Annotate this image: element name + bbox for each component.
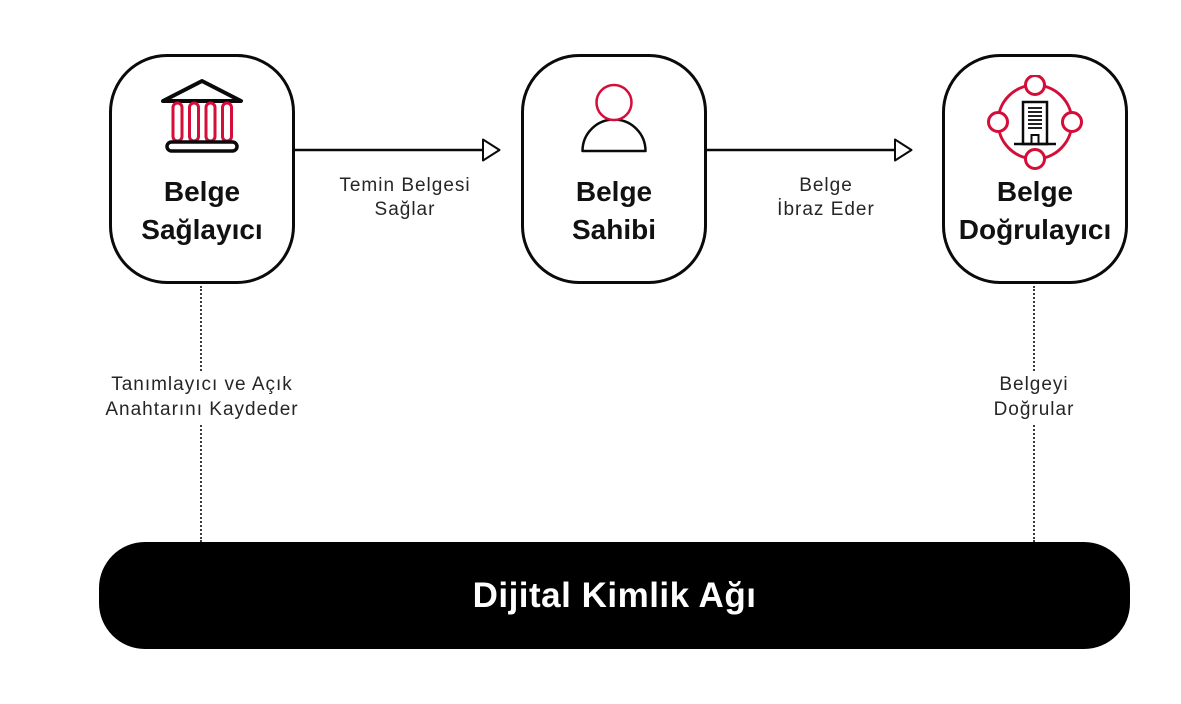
network-building-icon: [985, 74, 1085, 180]
bank-icon: [160, 77, 244, 160]
annotation-line2: Anahtarını Kaydeder: [105, 399, 299, 420]
node-belge-saglayici: Belge Sağlayıcı: [109, 54, 295, 284]
arrow-label-line2: İbraz Eder: [777, 199, 875, 220]
arrow-belge-ibraz: [707, 138, 913, 167]
arrow-label-line1: Belge: [799, 175, 853, 196]
node-label-line2: Sahibi: [571, 214, 656, 245]
node-belge-sahibi: Belge Sahibi: [521, 54, 707, 284]
node-label-line1: Belge: [575, 176, 653, 207]
annotation-dogrular: Belgeyi Doğrular: [924, 371, 1144, 424]
annotation-kaydeder: Tanımlayıcı ve Açık Anahtarını Kaydeder: [72, 371, 332, 424]
arrow-label-line1: Temin Belgesi: [339, 175, 471, 196]
node-label-line1: Belge: [996, 176, 1074, 207]
digital-identity-network-bar: Dijital Kimlik Ağı: [99, 542, 1130, 649]
arrow-label-temin-belgesi: Temin Belgesi Sağlar: [295, 174, 515, 222]
person-icon: [579, 83, 649, 160]
annotation-line2: Doğrular: [993, 399, 1075, 420]
node-label-line1: Belge: [163, 176, 241, 207]
node-label-belge-sahibi: Belge Sahibi: [524, 173, 704, 249]
arrow-temin-belgesi: [295, 138, 501, 167]
node-label-belge-saglayici: Belge Sağlayıcı: [112, 173, 292, 249]
node-label-belge-dogrulayici: Belge Doğrulayıcı: [945, 173, 1125, 249]
annotation-line1: Belgeyi: [999, 374, 1069, 395]
node-belge-dogrulayici: Belge Doğrulayıcı: [942, 54, 1128, 284]
node-label-line2: Doğrulayıcı: [958, 214, 1112, 245]
arrow-label-line2: Sağlar: [374, 199, 436, 220]
network-bar-label: Dijital Kimlik Ağı: [472, 575, 757, 615]
arrow-label-belge-ibraz: Belge İbraz Eder: [716, 174, 936, 222]
annotation-line1: Tanımlayıcı ve Açık: [111, 374, 293, 395]
node-label-line2: Sağlayıcı: [141, 214, 263, 245]
